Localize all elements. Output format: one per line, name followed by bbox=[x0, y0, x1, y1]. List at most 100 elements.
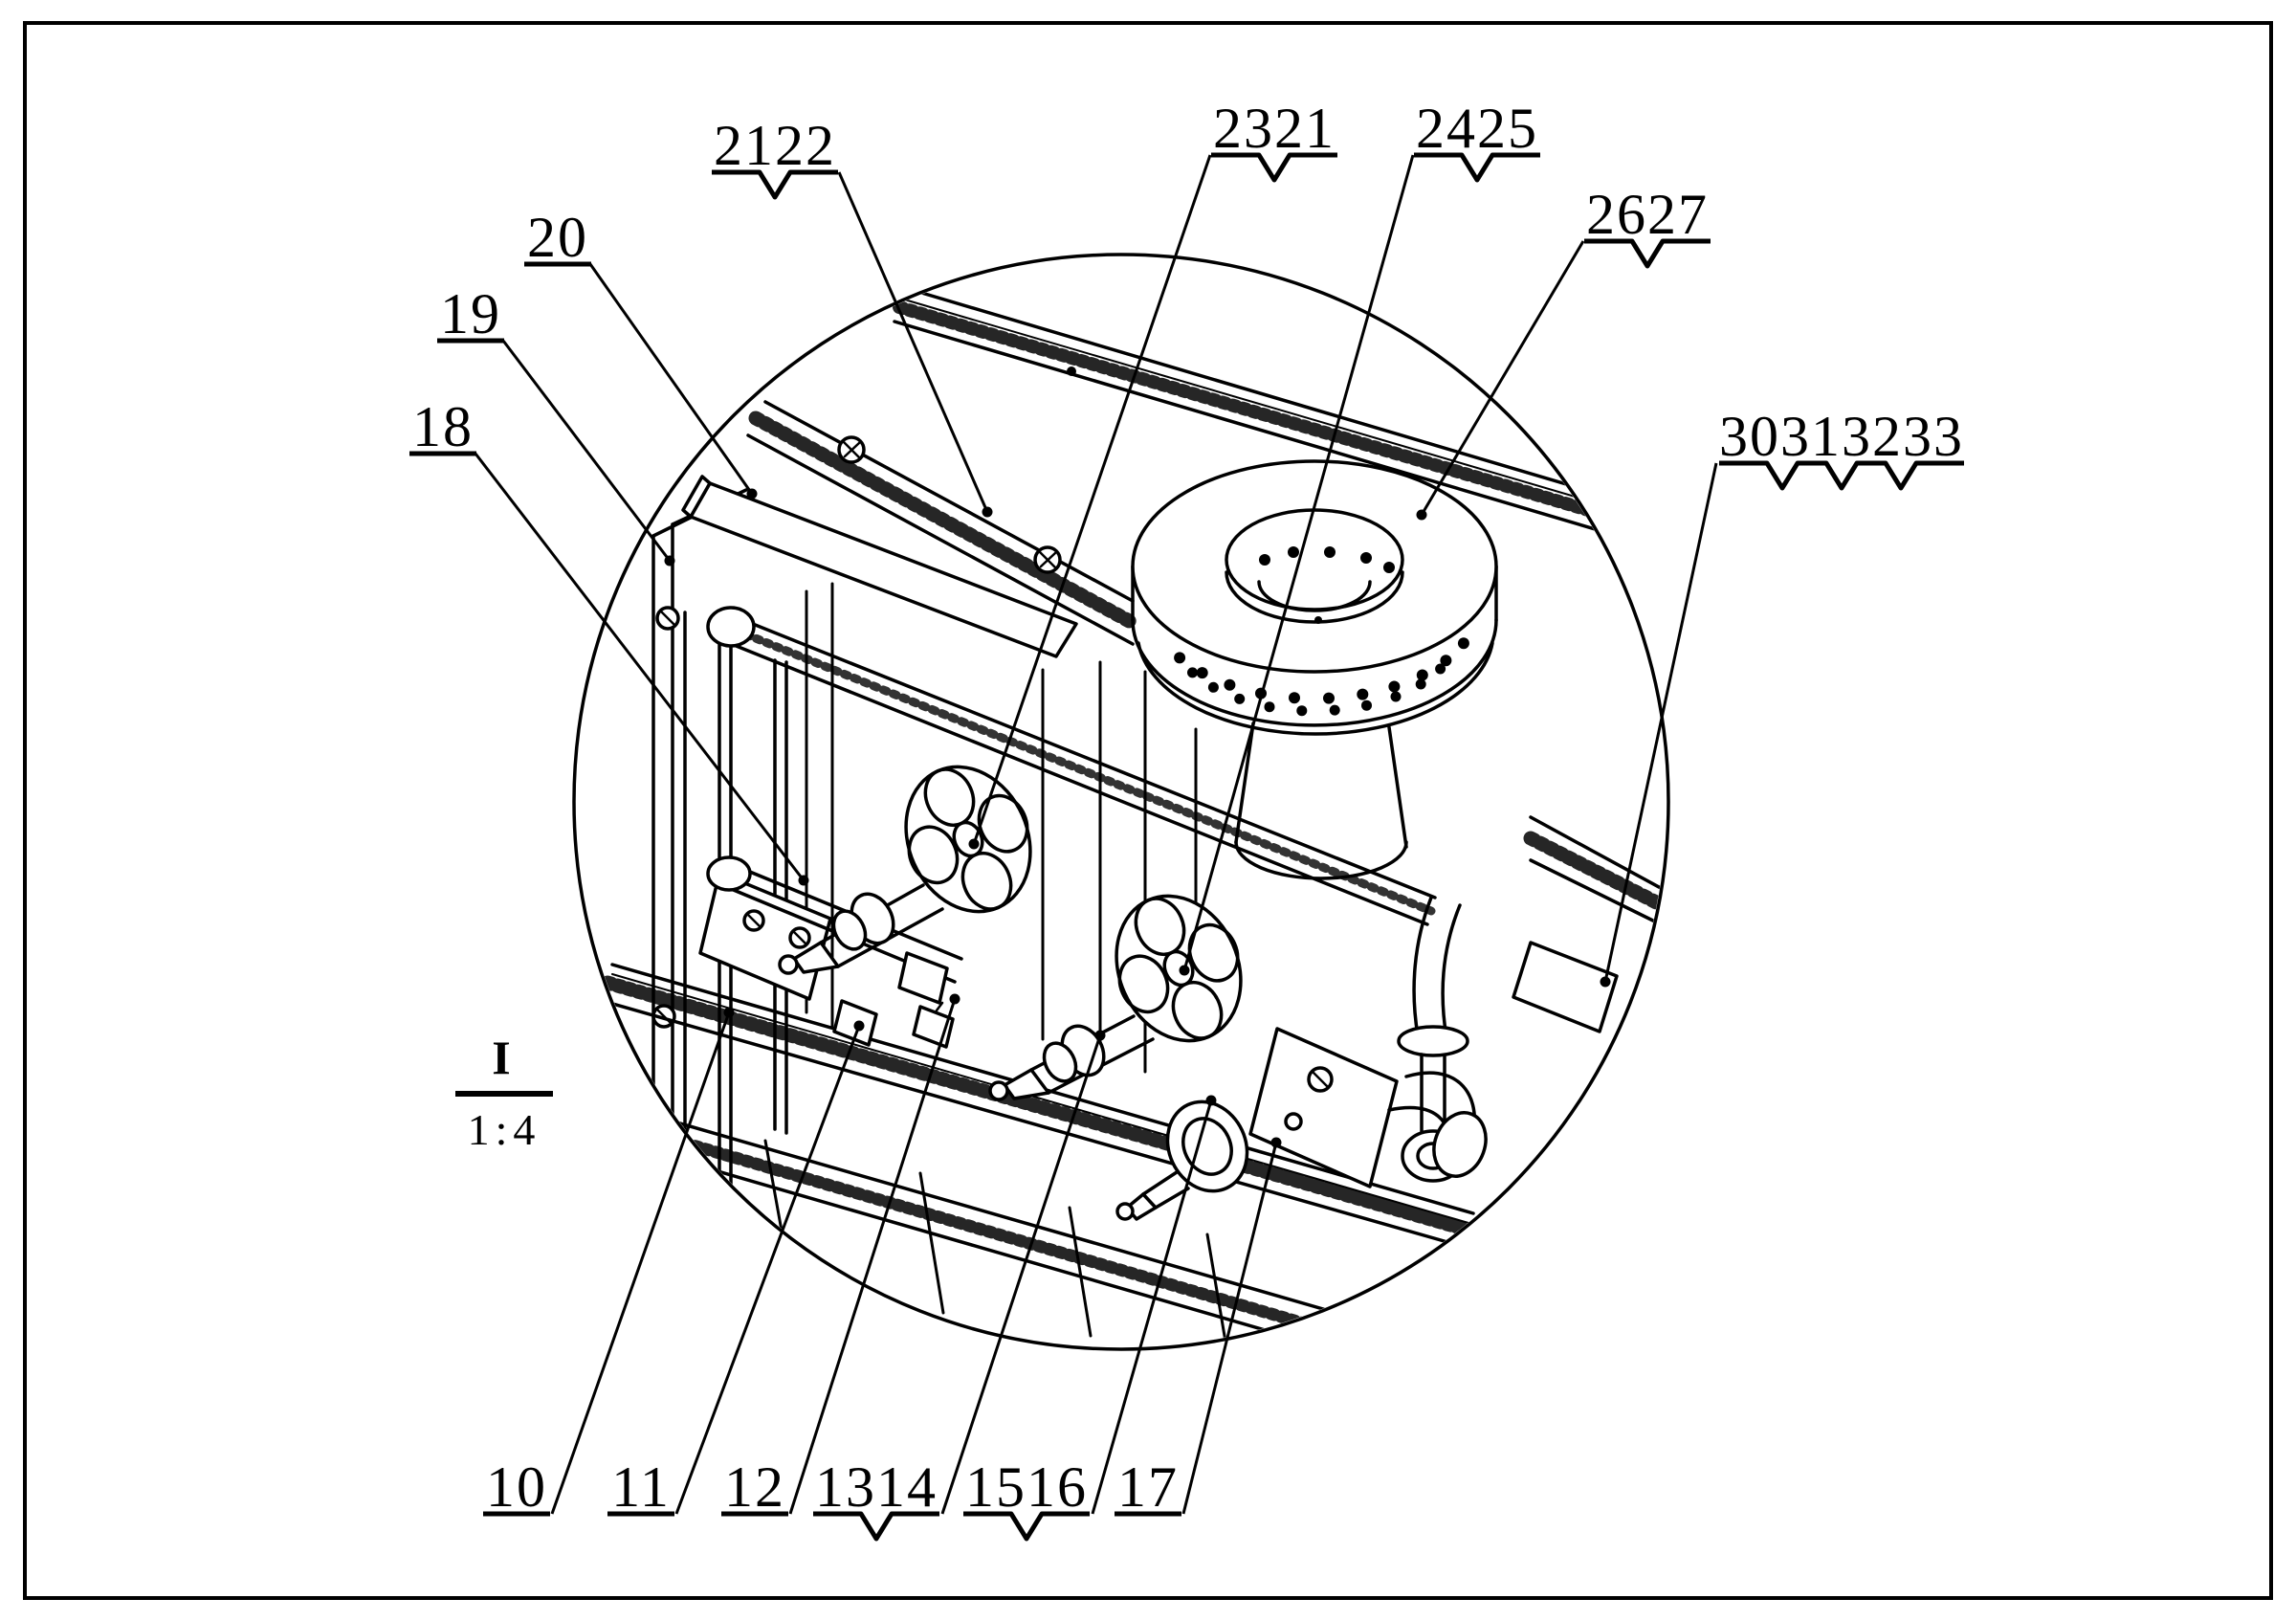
burner-hole bbox=[1323, 692, 1335, 704]
leader-line bbox=[1181, 1142, 1278, 1515]
callout: 19 bbox=[437, 282, 504, 345]
burner-hole bbox=[1329, 704, 1340, 716]
callout-underline bbox=[1414, 152, 1540, 183]
leader-dot bbox=[746, 488, 758, 500]
callout-number: 20 bbox=[527, 206, 588, 269]
leader-dot bbox=[1416, 509, 1427, 521]
callout-number: 1314 bbox=[815, 1455, 938, 1519]
callout: 1314 bbox=[813, 1455, 939, 1542]
burner-hole bbox=[1196, 667, 1208, 679]
callout: 2627 bbox=[1584, 183, 1711, 269]
callout-number: 17 bbox=[1117, 1455, 1179, 1519]
burner-hole bbox=[1296, 705, 1308, 717]
frame-rail-brace bbox=[746, 366, 1667, 928]
leader-dot bbox=[1270, 1137, 1282, 1148]
frame-rail-top bbox=[893, 287, 1667, 553]
leader-line bbox=[501, 340, 672, 562]
manifold-pipe bbox=[706, 606, 1437, 926]
callout-number: 2425 bbox=[1416, 97, 1538, 160]
burner-hole bbox=[1457, 637, 1469, 650]
scale-annotation: I 1:4 bbox=[455, 1031, 553, 1154]
burner-hole bbox=[1264, 701, 1275, 713]
leader-dot bbox=[723, 1007, 735, 1018]
front-rail-lower bbox=[607, 1103, 1332, 1340]
leader-dot bbox=[982, 506, 993, 518]
leader-line bbox=[1420, 240, 1585, 516]
leader-dot bbox=[968, 838, 980, 850]
callout-number: 10 bbox=[486, 1455, 547, 1519]
leader-dot bbox=[1205, 1095, 1217, 1106]
leader-lines bbox=[474, 154, 1718, 1515]
leader-line bbox=[940, 1034, 1102, 1515]
valve-assembly bbox=[1115, 1027, 1488, 1221]
burner-hole bbox=[1361, 699, 1372, 711]
leader-line bbox=[837, 171, 989, 513]
callout-number: 12 bbox=[724, 1455, 785, 1519]
callout: 30313233 bbox=[1719, 405, 1964, 491]
burner bbox=[1131, 459, 1498, 880]
control-knob-2 bbox=[988, 894, 1243, 1101]
burner-hole bbox=[1390, 691, 1402, 702]
callout-underline bbox=[1584, 238, 1711, 269]
burner-hole bbox=[1207, 681, 1219, 693]
callout-number: 1516 bbox=[965, 1455, 1088, 1519]
callout: 2321 bbox=[1211, 97, 1337, 183]
callout-number: 2627 bbox=[1586, 183, 1709, 246]
leader-line bbox=[1091, 1099, 1213, 1515]
burner-hole bbox=[1187, 667, 1198, 678]
leader-line bbox=[674, 1025, 861, 1515]
leader-line bbox=[1603, 462, 1718, 983]
leader-line bbox=[1182, 154, 1415, 971]
callout-labels: 18 19 20 2122 2321 2425 2627 30313233 10 11 12 1314… bbox=[409, 97, 1964, 1542]
callout-number: 19 bbox=[440, 282, 501, 345]
leader-dot bbox=[1600, 976, 1611, 988]
leader-dot bbox=[853, 1020, 865, 1032]
callout: 11 bbox=[607, 1455, 674, 1519]
callout-number: 11 bbox=[611, 1455, 671, 1519]
callout-underline bbox=[1211, 152, 1337, 183]
burner-hole bbox=[1289, 692, 1300, 704]
callout-underline bbox=[813, 1511, 939, 1542]
callout-underline bbox=[712, 169, 838, 200]
burner-center-hole bbox=[1225, 508, 1404, 611]
pipe-elbow bbox=[1397, 896, 1469, 1183]
detail-circle bbox=[572, 253, 1670, 1351]
control-knob-1 bbox=[778, 765, 1032, 975]
leader-line bbox=[588, 263, 754, 495]
leader-dot bbox=[1179, 965, 1190, 976]
burner-hole bbox=[1224, 678, 1236, 691]
leader-line bbox=[474, 453, 806, 881]
burner-pedestal bbox=[1234, 722, 1255, 844]
burner-hole bbox=[1440, 655, 1452, 667]
rail-end-bracket bbox=[1512, 941, 1619, 1033]
callout: 10 bbox=[483, 1455, 550, 1519]
burner-hole bbox=[1435, 663, 1446, 675]
burner-hole-rings bbox=[1174, 637, 1469, 717]
callout-underline bbox=[1719, 460, 1964, 491]
callout: 1516 bbox=[963, 1455, 1090, 1542]
burner-hole bbox=[1415, 678, 1426, 690]
leader-line bbox=[550, 1011, 731, 1515]
burner-hole bbox=[1416, 669, 1428, 681]
callout-number: 30313233 bbox=[1719, 405, 1964, 468]
leader-line bbox=[788, 998, 957, 1515]
callout-number: 2122 bbox=[714, 114, 836, 177]
mounting-bar bbox=[681, 475, 1078, 658]
burner-hole bbox=[1174, 652, 1186, 664]
callout: 12 bbox=[721, 1455, 788, 1519]
leader-dot bbox=[664, 555, 675, 566]
burner-hole bbox=[1388, 680, 1401, 693]
callout-underline bbox=[963, 1511, 1090, 1542]
callout: 20 bbox=[524, 206, 591, 269]
callout: 2122 bbox=[712, 114, 838, 200]
callout: 2425 bbox=[1414, 97, 1540, 183]
leader-dot bbox=[949, 993, 960, 1005]
leader-dot bbox=[1094, 1030, 1106, 1041]
burner-hole bbox=[1234, 693, 1246, 704]
burner-hole bbox=[1357, 688, 1369, 700]
detail-view-mark: I bbox=[492, 1031, 510, 1084]
callout: 18 bbox=[409, 395, 476, 458]
leader-dot bbox=[798, 875, 809, 886]
machine-drawing bbox=[600, 287, 1667, 1347]
